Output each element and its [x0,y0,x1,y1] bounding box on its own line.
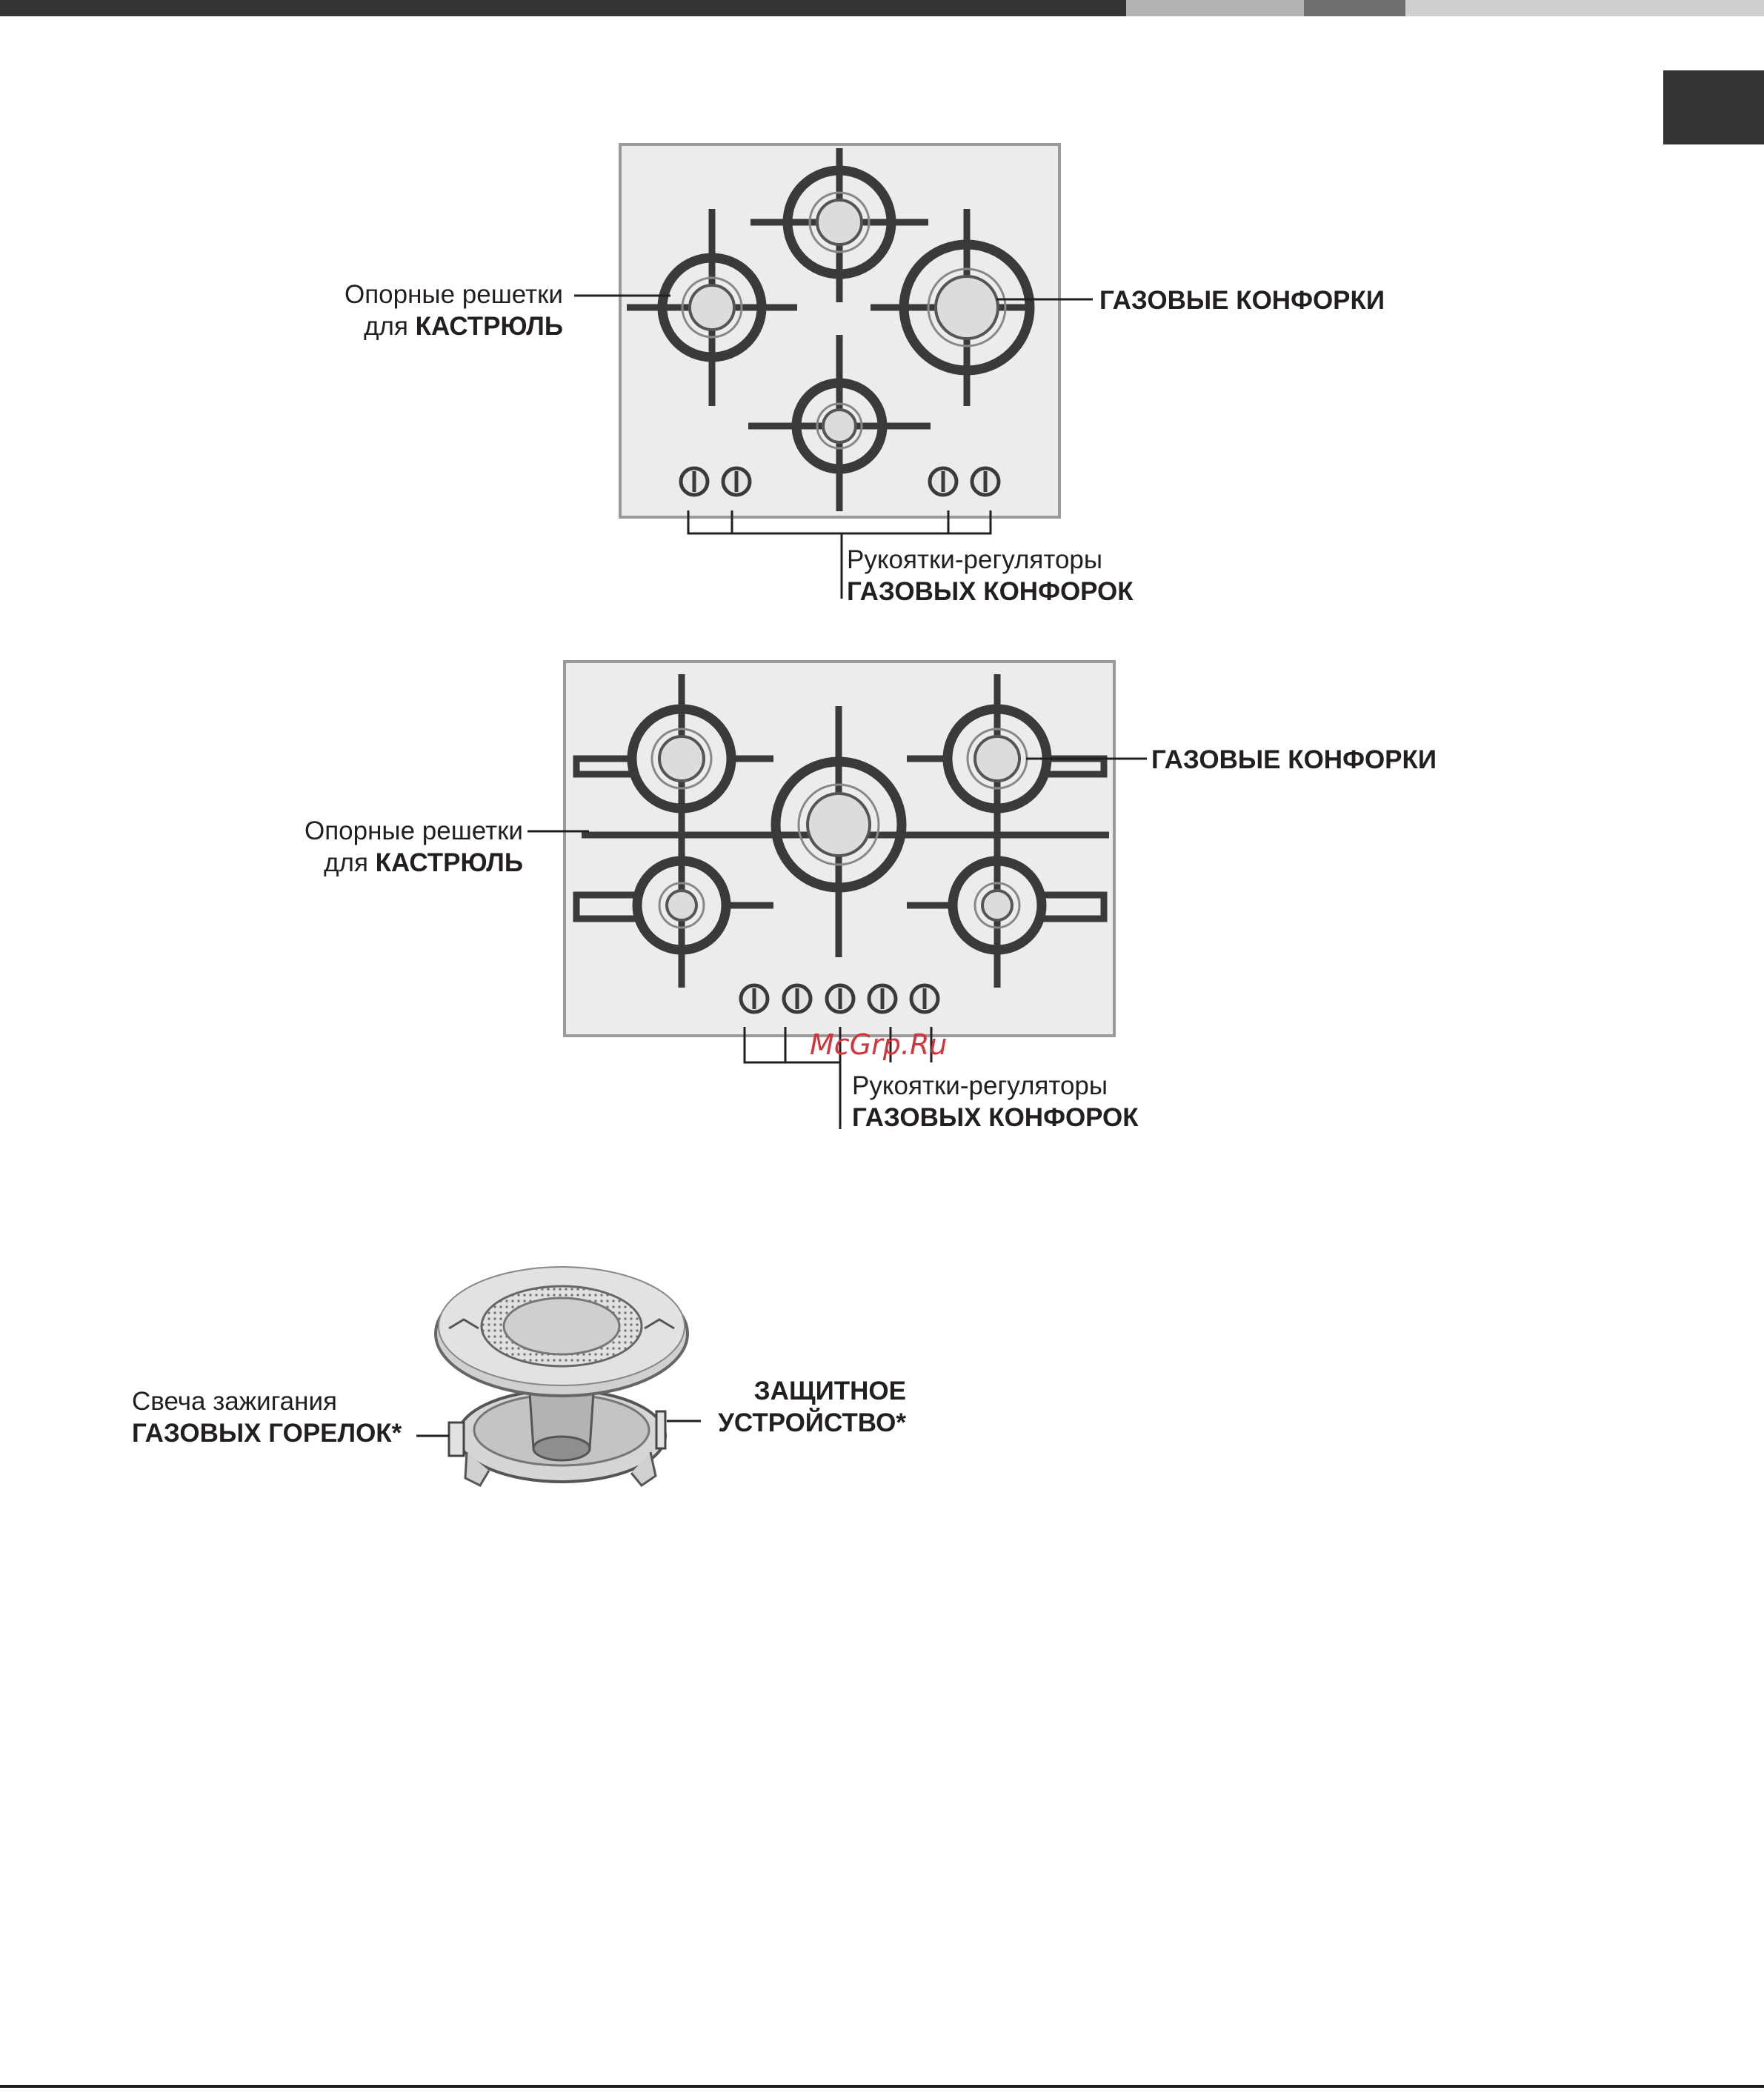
bottom-rule [0,2085,1764,2088]
igniter-label: Свеча зажигания ГАЗОВЫХ ГОРЕЛОК* [132,1385,402,1449]
safety-device-label: ЗАЩИТНОЕ УСТРОЙСТВО* [667,1375,906,1439]
igniter-label-line1: Свеча зажигания [132,1385,402,1417]
safety-device-line2: УСТРОЙСТВО* [667,1407,906,1439]
safety-device-line1: ЗАЩИТНОЕ [667,1375,906,1407]
igniter-label-line2: ГАЗОВЫХ ГОРЕЛОК* [132,1417,402,1449]
